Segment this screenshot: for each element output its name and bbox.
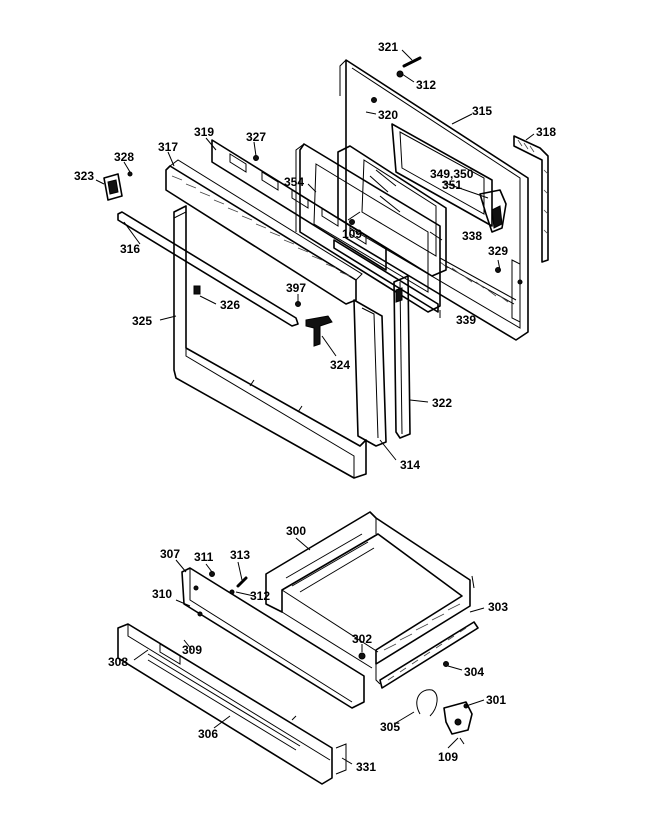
part-drawer-slide	[379, 621, 479, 689]
fasteners-upper	[295, 56, 523, 307]
part-door-frame-side	[353, 299, 387, 447]
callout-326: 326	[220, 298, 240, 312]
callout-351: 351	[442, 178, 462, 192]
part-drawer-wire	[416, 689, 438, 717]
callout-338: 338	[462, 229, 482, 243]
part-door-trim-strip	[513, 135, 549, 263]
part-drawer-inner-panel	[181, 567, 365, 709]
part-door-top-channel	[165, 159, 363, 305]
callout-328: 328	[114, 150, 134, 164]
callout-329: 329	[488, 244, 508, 258]
callout-309: 309	[182, 643, 202, 657]
callout-312-lower: 312	[250, 589, 270, 603]
callout-314: 314	[400, 458, 420, 472]
callout-331: 331	[356, 760, 376, 774]
callout-313: 313	[230, 548, 250, 562]
part-hinge-channel	[393, 275, 411, 439]
part-latch-bracket	[305, 315, 333, 347]
callout-308: 308	[108, 655, 128, 669]
leader-lines-upper	[95, 49, 535, 461]
part-hinge-bracket	[103, 171, 133, 201]
part-outer-door-panel	[339, 59, 529, 341]
callout-labels: 321 312 315 320 318 319 327 317 328 323 …	[74, 40, 556, 774]
callout-312: 312	[416, 78, 436, 92]
part-drawer-body	[265, 511, 475, 685]
callout-349-350: 349,350	[430, 167, 474, 181]
callout-323: 323	[74, 169, 94, 183]
callout-303: 303	[488, 600, 508, 614]
callout-339: 339	[456, 313, 476, 327]
callout-302: 302	[352, 632, 372, 646]
fasteners-lower	[358, 652, 449, 667]
callout-315: 315	[472, 104, 492, 118]
part-drawer-front	[117, 623, 347, 785]
callout-397: 397	[286, 281, 306, 295]
callout-316: 316	[120, 242, 140, 256]
part-handle-bracket	[479, 189, 507, 233]
leader-lines-lower	[133, 537, 485, 765]
callout-324: 324	[330, 358, 350, 372]
callout-320: 320	[378, 108, 398, 122]
callout-307: 307	[160, 547, 180, 561]
callout-310: 310	[152, 587, 172, 601]
callout-305: 305	[380, 720, 400, 734]
callout-317: 317	[158, 140, 178, 154]
part-insulation-panel	[333, 239, 439, 313]
callout-321: 321	[378, 40, 398, 54]
door-assembly	[95, 49, 549, 479]
callout-300: 300	[286, 524, 306, 538]
part-panel-strip	[211, 139, 387, 271]
part-door-handle-rod	[117, 211, 299, 327]
callout-301: 301	[486, 693, 506, 707]
callout-354: 354	[284, 175, 304, 189]
callout-327: 327	[246, 130, 266, 144]
callout-319: 319	[194, 125, 214, 139]
callout-311: 311	[194, 550, 214, 564]
drawer-assembly	[117, 511, 485, 785]
callout-109-lower: 109	[438, 750, 458, 764]
part-outer-door-frame	[173, 205, 367, 479]
callout-109: 109	[342, 227, 362, 241]
callout-322: 322	[432, 396, 452, 410]
part-inner-glass-assembly	[337, 123, 493, 277]
callout-304: 304	[464, 665, 484, 679]
callout-325: 325	[132, 314, 152, 328]
callout-306: 306	[198, 727, 218, 741]
part-drawer-bracket	[443, 701, 473, 745]
callout-318: 318	[536, 125, 556, 139]
